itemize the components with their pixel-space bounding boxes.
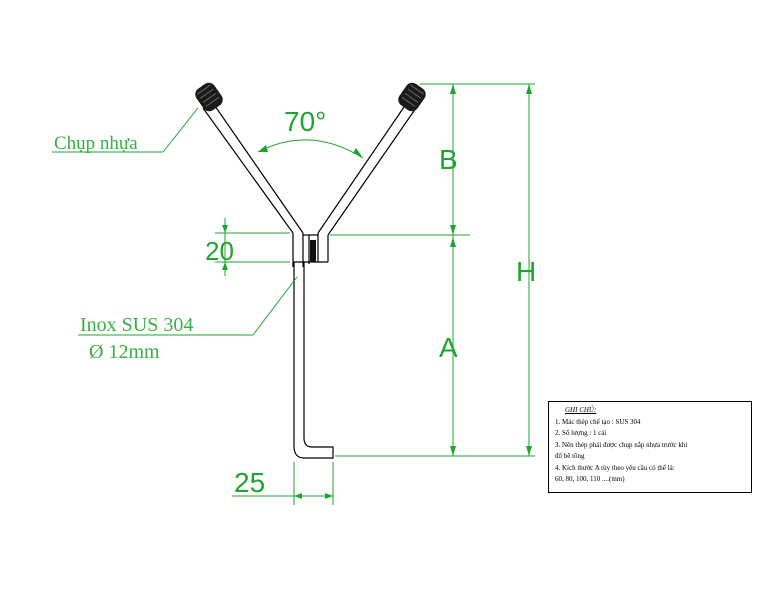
dim-a-label: A	[439, 332, 458, 363]
dim-h-label: H	[516, 256, 536, 287]
weld-mark	[310, 240, 316, 262]
diameter-label: Ø 12mm	[89, 341, 160, 363]
angle-arc	[257, 139, 364, 159]
dim-20-label: 20	[205, 236, 234, 266]
cap-leader	[162, 107, 199, 153]
note-line: 2. Số lượng : 1 cái	[555, 429, 607, 437]
note-line: 4. Kích thước A tùy theo yêu cầu có thể …	[555, 463, 675, 472]
dim-b-label: B	[439, 144, 458, 175]
notes-title: GHI CHÚ:	[565, 406, 597, 414]
notes-box: GHI CHÚ: 1. Mác thép chế tạo : SUS 304 2…	[548, 401, 752, 493]
right-cap-icon	[398, 82, 426, 112]
material-leader	[252, 276, 298, 336]
note-line: 60, 80, 100, 110 ....(mm)	[555, 475, 625, 483]
angle-label: 70°	[284, 106, 326, 137]
cap-label: Chụp nhựa	[54, 133, 138, 154]
note-line: 3. Nên thép phải được chụp nắp nhựa trướ…	[555, 440, 688, 449]
steel-bar-outline	[202, 105, 417, 459]
note-line: 1. Mác thép chế tạo : SUS 304	[555, 417, 641, 426]
material-label: Inox SUS 304	[80, 314, 193, 336]
left-cap-icon	[195, 82, 223, 112]
dimension-lines	[52, 83, 535, 505]
dim-25-label: 25	[234, 467, 265, 498]
note-line: đổ bê tông	[555, 452, 585, 460]
